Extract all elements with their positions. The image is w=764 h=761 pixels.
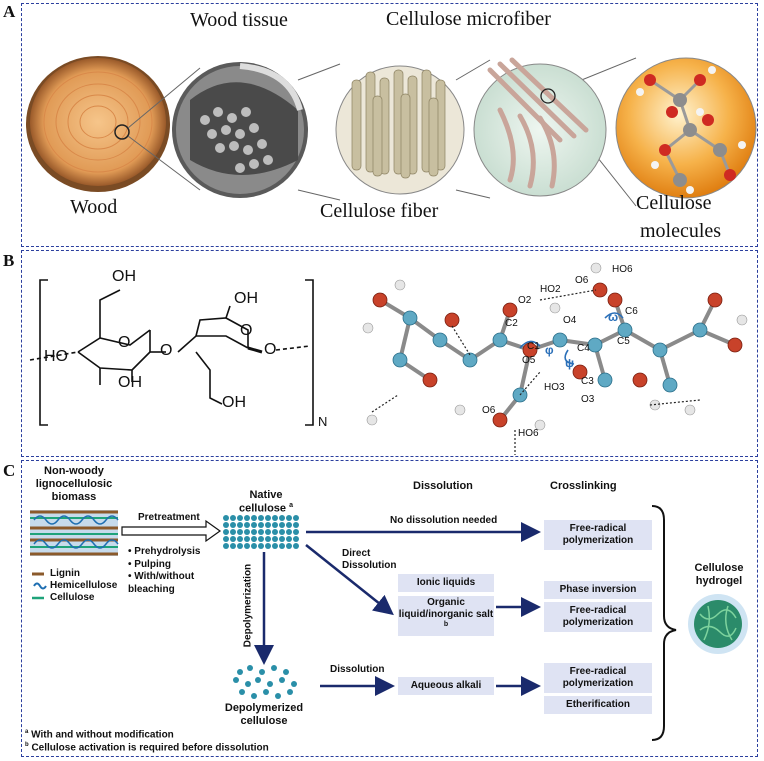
o-end: O (264, 341, 277, 358)
biomass-title: Non-woody lignocellulosic biomass (35, 465, 113, 504)
dissolution-lower-label: Dissolution (330, 664, 385, 675)
biomass-block (30, 510, 119, 556)
legend-hemicellulose: Hemicellulose (50, 580, 118, 591)
depolymerized-cellulose-icon (233, 665, 297, 699)
depolymerization-label: Depolymerization (242, 563, 254, 648)
oh-top-1: OH (112, 268, 136, 285)
c6: C6 (625, 306, 638, 317)
phase-inversion-box: Phase inversion (544, 581, 652, 599)
etherification-box: Etherification (544, 696, 652, 714)
oh-bottom: OH (222, 394, 246, 411)
pretreatment-steps: • Prehydrolysis • Pulping • With/without… (128, 546, 218, 596)
direct-dissolution-label: Direct Dissolution (342, 548, 397, 571)
pretreatment-step: • Prehydrolysis (128, 546, 201, 557)
ho2: HO2 (540, 284, 561, 295)
o6-bottom: O6 (482, 405, 496, 416)
wood-tissue-icon (172, 62, 308, 198)
crosslinking-header: Crosslinking (550, 480, 617, 492)
native-cellulose-icon (223, 515, 299, 549)
dissolution-header: Dissolution (413, 480, 473, 492)
free-radical-box-3: Free-radical polymerization (544, 663, 652, 693)
wood-log-icon (26, 56, 170, 192)
o-ring-2: O (240, 322, 253, 339)
o5: O5 (522, 355, 536, 366)
hydrogel-icon (688, 594, 748, 654)
ho3: HO3 (544, 382, 565, 393)
pretreatment-step: • Pulping (128, 558, 171, 570)
fiber-title: Cellulose fiber (320, 200, 439, 222)
legend-lignin: Lignin (50, 568, 80, 579)
c1: C1 (527, 341, 540, 352)
cellulose-molecules-icon (615, 57, 757, 199)
aqueous-alkali-box: Aqueous alkali (398, 677, 494, 695)
ho6-top: HO6 (612, 264, 633, 275)
o-bridge: O (160, 342, 173, 359)
c3: C3 (581, 376, 594, 387)
o6-top: O6 (575, 275, 589, 286)
ionic-liquids-box: Ionic liquids (398, 574, 494, 592)
footnote-b: b Cellulose activation is required befor… (25, 742, 269, 754)
depolymerized-label: Depolymerized cellulose (224, 702, 304, 728)
wood-tissue-title: Wood tissue (190, 9, 288, 31)
free-radical-box-1: Free-radical polymerization (544, 520, 652, 550)
c4: C4 (577, 343, 590, 354)
psi: ψ (565, 356, 575, 370)
o3: O3 (581, 394, 595, 405)
cellulose-fiber-icon (335, 65, 465, 195)
panel-a (21, 3, 758, 247)
hydrogel-label: Cellulose hydrogel (694, 562, 744, 588)
no-dissolution-label: No dissolution needed (390, 515, 498, 526)
organic-salt-box: Organic liquid/inorganic salt b (398, 596, 494, 636)
c2: C2 (505, 318, 518, 329)
panel-a-label: A (3, 2, 16, 21)
panel-c (21, 460, 758, 757)
n-subscript: N (318, 414, 328, 429)
free-radical-box-2: Free-radical polymerization (544, 602, 652, 632)
molecules-title-line2: molecules (640, 220, 722, 242)
panel-c-label: C (3, 461, 16, 480)
o2: O2 (518, 295, 532, 306)
c5: C5 (617, 336, 630, 347)
wood-title: Wood (70, 196, 118, 218)
phi: φ (545, 343, 554, 357)
oh-mid: OH (118, 374, 142, 391)
o4: O4 (563, 315, 577, 326)
ho6-bottom: HO6 (518, 428, 539, 439)
panel-b (21, 250, 758, 457)
legend-cellulose: Cellulose (50, 592, 95, 603)
cellulose-microfiber-icon (473, 57, 607, 197)
pretreatment-label: Pretreatment (138, 512, 200, 523)
ho-left: HO (44, 348, 68, 365)
o-ring-1: O (118, 334, 131, 351)
microfiber-title: Cellulose microfiber (386, 8, 551, 30)
oh-top-2: OH (234, 290, 258, 307)
panel-b-label: B (3, 251, 15, 270)
pretreatment-step: • With/without bleaching (128, 571, 195, 595)
wood-hierarchy-illustration (26, 56, 757, 207)
native-cellulose-label: Native cellulose a (238, 489, 294, 515)
footnote-a: a With and without modification (25, 729, 174, 741)
molecules-title-line1: Cellulose (636, 192, 712, 214)
omega: ω (608, 310, 619, 324)
